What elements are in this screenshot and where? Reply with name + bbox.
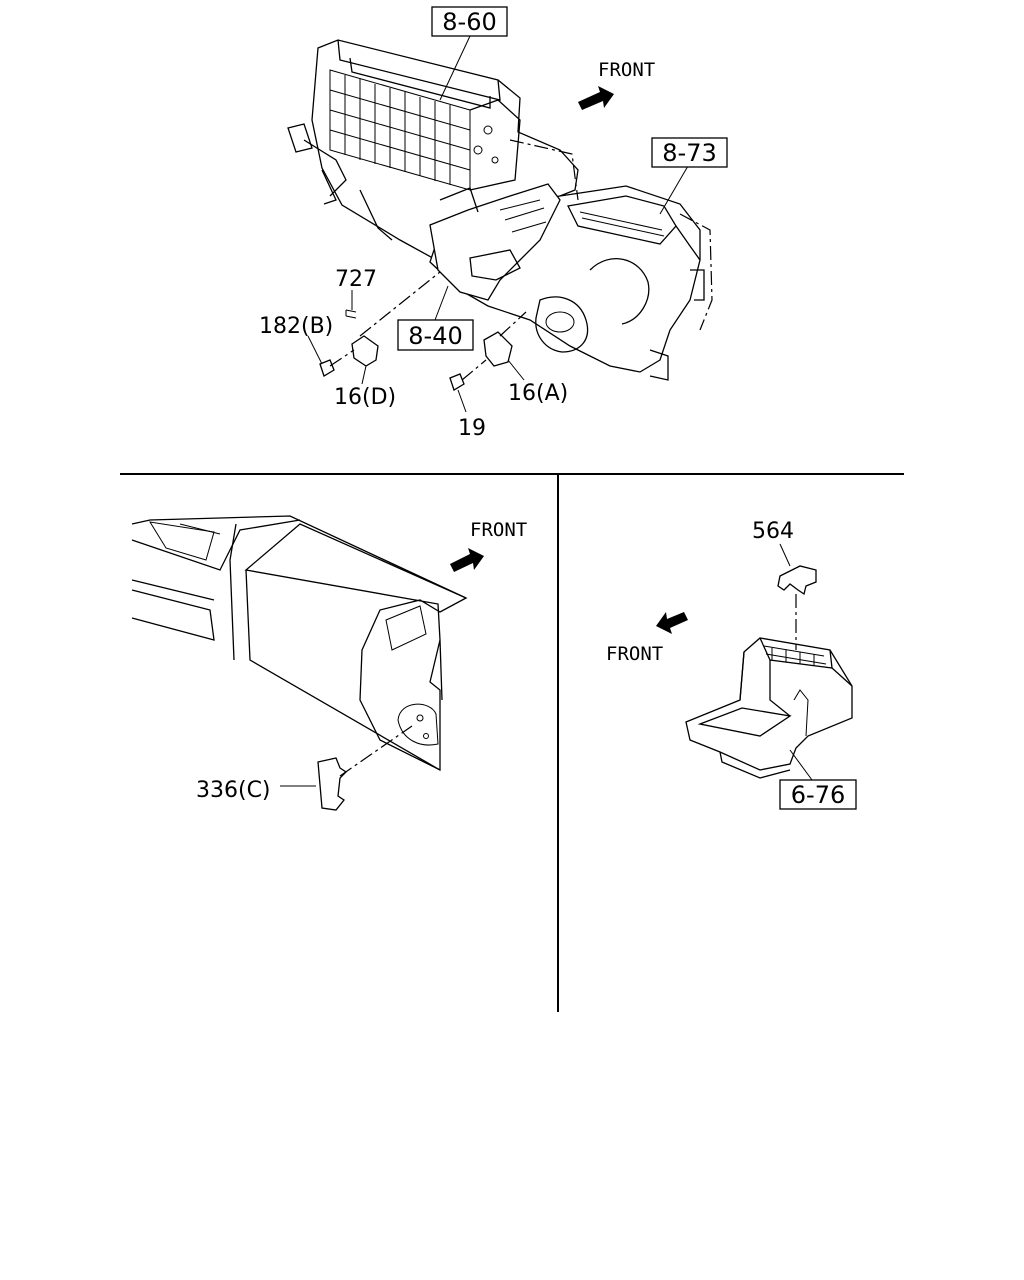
part-19-screw (449, 373, 465, 391)
svg-text:6-76: 6-76 (791, 781, 845, 809)
part-564-cover (777, 565, 817, 596)
console-illustration (685, 637, 853, 779)
front-label-bottom-left: FRONT (470, 519, 527, 541)
ref-box-blower[interactable]: 8-73 (651, 137, 728, 168)
dashboard-panel-illustration (131, 515, 468, 772)
front-label-top: FRONT (598, 59, 655, 81)
front-arrow-top (578, 86, 614, 110)
callout-16d: 16(D) (334, 385, 396, 410)
svg-text:8-60: 8-60 (442, 8, 496, 36)
ref-box-duct[interactable]: 8-40 (397, 319, 474, 351)
part-727-clip (345, 309, 357, 319)
callout-16a: 16(A) (508, 381, 568, 406)
part-16d-bracket (351, 335, 379, 367)
top-leaders (307, 35, 689, 413)
svg-text:8-73: 8-73 (662, 139, 716, 167)
callout-19: 19 (458, 416, 486, 441)
part-336c-bracket (317, 757, 348, 811)
callout-336c: 336(C) (196, 778, 271, 803)
hvac-assembly-illustration (287, 39, 713, 381)
front-label-bottom-right: FRONT (606, 643, 663, 665)
callout-564: 564 (752, 519, 794, 544)
part-182b-screw (319, 359, 335, 377)
ref-box-console[interactable]: 6-76 (779, 779, 857, 810)
ref-box-heater-unit[interactable]: 8-60 (431, 6, 508, 37)
small-parts-top (319, 271, 527, 391)
front-arrow-bottom-right (656, 612, 688, 634)
callout-727: 727 (335, 267, 377, 292)
front-arrow-bottom-left (450, 548, 484, 572)
svg-text:8-40: 8-40 (408, 322, 462, 350)
callout-182b: 182(B) (259, 314, 333, 339)
install-line-336c (339, 725, 413, 777)
part-16a-bracket (483, 331, 513, 367)
